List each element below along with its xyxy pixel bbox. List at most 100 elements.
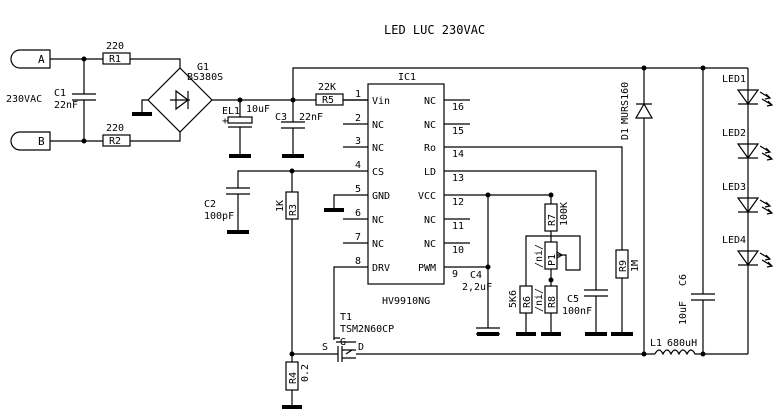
ic1-pin-6-num: 6 xyxy=(355,208,361,219)
ic1-left-pin-names: Vin NC NC CS GND NC NC DRV xyxy=(372,96,390,274)
ic1-pin-1-name: Vin xyxy=(372,96,390,107)
ic1-right-pin-numbers: 16 15 14 13 12 11 10 9 xyxy=(452,102,464,280)
t1-ref: T1 xyxy=(340,312,352,323)
t1-part: TSM2N60CP xyxy=(340,324,394,335)
ic1-pin-10-name: NC xyxy=(424,239,436,250)
led-4-ref: LED4 xyxy=(722,235,746,246)
wire-high-rail xyxy=(292,67,748,100)
svg-text:+: + xyxy=(222,116,228,127)
ic1-ref: IC1 xyxy=(398,72,416,83)
ic1-pin-13-name: LD xyxy=(424,167,436,178)
d1-ref: D1 xyxy=(620,128,631,140)
c2-ref: C2 xyxy=(204,199,216,210)
ic1-pin-16-num: 16 xyxy=(452,102,464,113)
connector-a: A xyxy=(10,49,51,69)
r8-ref: R8 xyxy=(547,296,558,308)
ic1-part: HV9910NG xyxy=(382,296,430,307)
c6-ref: C6 xyxy=(678,274,689,286)
wire-vcc xyxy=(470,194,552,204)
led-4: LED4 xyxy=(722,235,774,268)
capacitor-c5: C5 100nF xyxy=(562,289,608,336)
wire-b xyxy=(50,132,181,142)
ic1-pin-13-num: 13 xyxy=(452,173,464,184)
ic1-pin-4-name: CS xyxy=(372,167,384,178)
ic1-pin-14-name: Ro xyxy=(424,143,436,154)
resistor-r2: 220 R2 xyxy=(102,123,131,147)
ic1-pin-9-name: PWM xyxy=(418,263,436,274)
mosfet-t1: T1 TSM2N60CP S G D xyxy=(322,312,394,362)
r1-value: 220 xyxy=(106,41,124,52)
ic1-pin-8-name: DRV xyxy=(372,263,390,274)
ic1-pin-2-name: NC xyxy=(372,120,384,131)
resistor-r4: R4 0.2 xyxy=(282,354,311,409)
c5-ref: C5 xyxy=(567,294,579,305)
c5-value: 100nF xyxy=(562,306,592,317)
r4-ref: R4 xyxy=(288,372,299,384)
ic1-pin-7-name: NC xyxy=(372,239,384,250)
capacitor-c1: C1 22nF xyxy=(54,56,96,144)
p1-value: /ni/ xyxy=(534,244,545,268)
c3-ref: C3 xyxy=(275,112,287,123)
resistor-r1: 220 R1 xyxy=(102,41,131,65)
led-1-ref: LED1 xyxy=(722,74,746,85)
ic1-pin-12-num: 12 xyxy=(452,197,464,208)
input-voltage-label: 230VAC xyxy=(6,94,42,105)
el1-value: 10uF xyxy=(246,104,270,115)
l1-value: 680uH xyxy=(667,338,697,349)
ic1-right-pin-names: NC NC Ro LD VCC NC NC PWM xyxy=(418,96,436,274)
ic1-pin-6-name: NC xyxy=(372,215,384,226)
capacitor-c3: C3 22nF xyxy=(275,97,323,158)
led-1: LED1 xyxy=(722,74,774,107)
resistor-r6: 5K6 R6 xyxy=(508,285,536,336)
ic1-pin-10-num: 10 xyxy=(452,245,464,256)
wire-ro xyxy=(470,146,623,250)
g1-value: BS380S xyxy=(187,72,223,83)
capacitor-c6: 10uF C6 xyxy=(678,68,715,354)
ic1-pin-15-name: NC xyxy=(424,120,436,131)
ic1-pin-16-name: NC xyxy=(424,96,436,107)
ic1-pin-4-num: 4 xyxy=(355,160,361,171)
r9-value: 1M xyxy=(630,260,641,272)
r5-value: 22K xyxy=(318,82,336,93)
r1-ref: R1 xyxy=(109,54,121,65)
ic1-pin-9-num: 9 xyxy=(452,269,458,280)
inductor-l1: L1 680uH xyxy=(650,338,700,356)
ic1-pin-5-name: GND xyxy=(372,191,390,202)
diode-d1: D1 MURS160 xyxy=(620,68,654,354)
p1-ref: P1 xyxy=(547,254,558,266)
capacitor-c4: C4 2,2uF xyxy=(462,195,500,335)
t1-pin-s: S xyxy=(322,342,328,353)
schematic-title: LED LUC 230VAC xyxy=(384,23,485,37)
r2-value: 220 xyxy=(106,123,124,134)
ic1-left-pin-numbers: 1 2 3 4 5 6 7 8 xyxy=(355,89,361,267)
resistor-r8: /ni/ R8 xyxy=(534,269,561,336)
ic1: IC1 HV9910NG xyxy=(343,72,470,307)
r8-value: /ni/ xyxy=(534,288,545,312)
ic1-pin-3-num: 3 xyxy=(355,136,361,147)
r3-value: 1K xyxy=(275,200,286,212)
ic1-pin-1-num: 1 xyxy=(355,89,361,100)
c4-value: 2,2uF xyxy=(462,282,492,293)
led-3-ref: LED3 xyxy=(722,182,746,193)
ic1-pin-8-num: 8 xyxy=(355,256,361,267)
wire-ld xyxy=(470,170,597,290)
wire-cs xyxy=(237,170,343,188)
ic1-pin-5-num: 5 xyxy=(355,184,361,195)
r7-value: 100K xyxy=(559,202,570,226)
ic1-pin-11-name: NC xyxy=(424,215,436,226)
el1-ref: EL1 xyxy=(222,106,240,117)
capacitor-el1: EL1 10uF + xyxy=(222,97,270,158)
wire-drv xyxy=(333,266,343,339)
connector-b-label: B xyxy=(38,135,45,148)
c3-value: 22nF xyxy=(299,112,323,123)
r6-value: 5K6 xyxy=(508,290,519,308)
led-2-ref: LED2 xyxy=(722,128,746,139)
ic1-pin-3-name: NC xyxy=(372,143,384,154)
resistor-r3: 1K R3 xyxy=(275,171,299,354)
t1-pin-d: D xyxy=(358,342,364,353)
c4-ref: C4 xyxy=(470,270,482,281)
wire-gnd-pin xyxy=(333,194,343,208)
d1-part: MURS160 xyxy=(620,82,631,124)
ic1-pin-12-name: VCC xyxy=(418,191,436,202)
